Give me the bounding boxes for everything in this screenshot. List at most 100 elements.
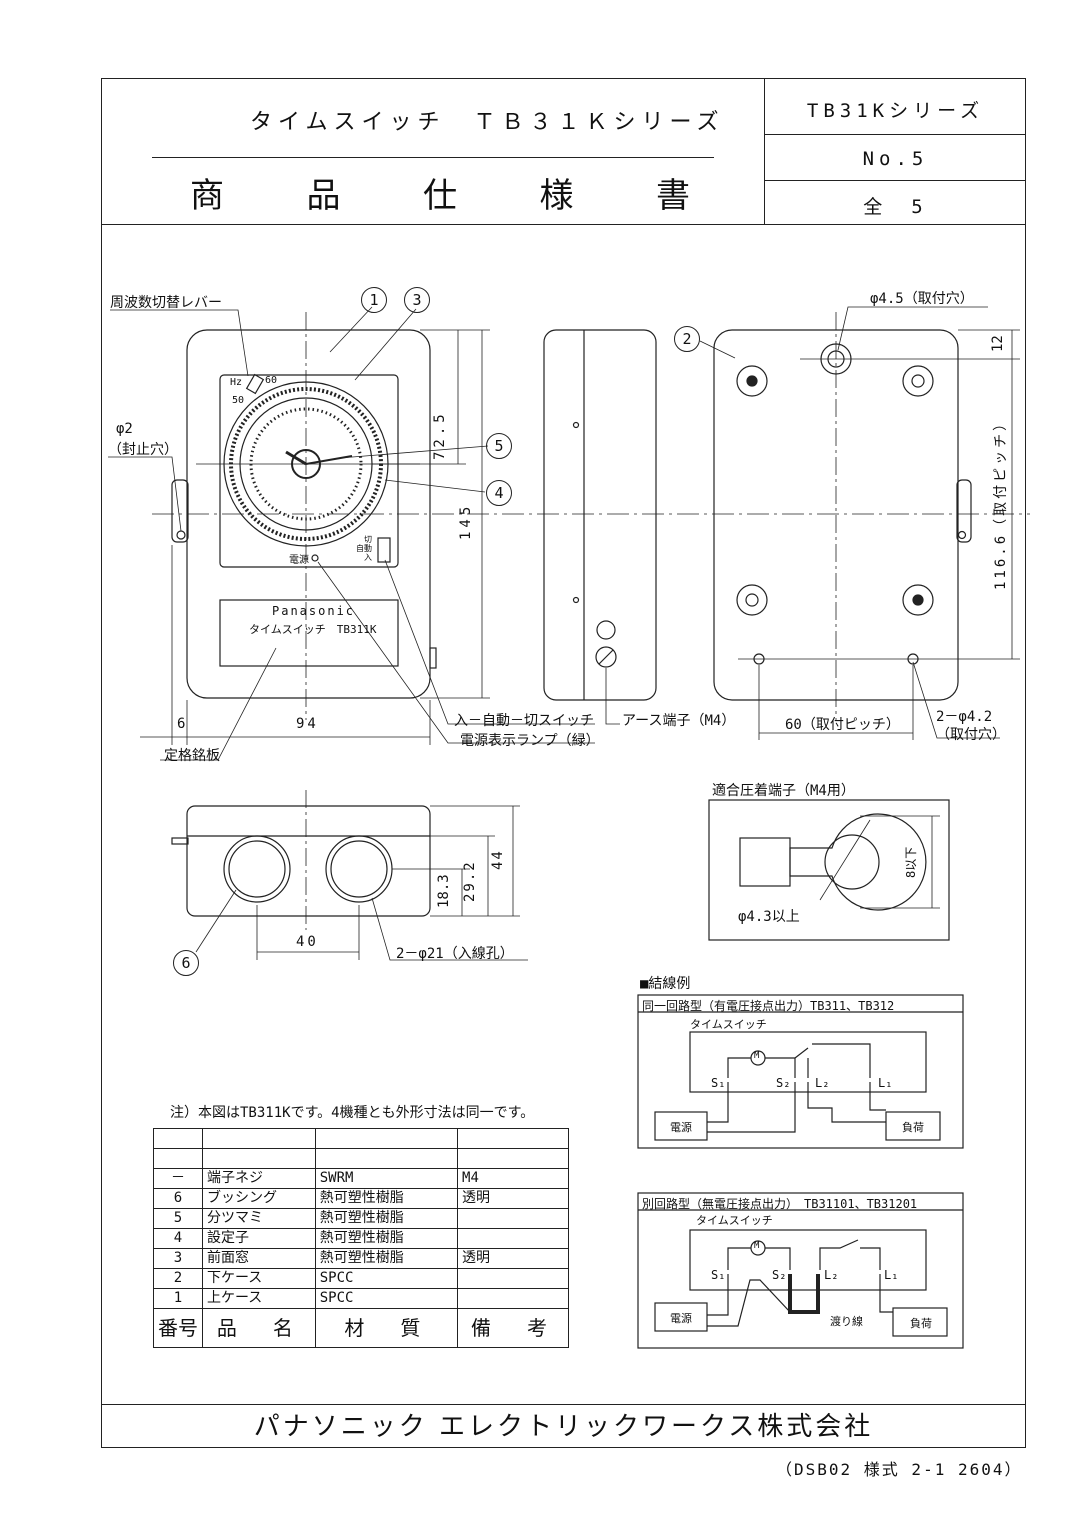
table-cell: 5 [153, 1208, 203, 1229]
table-cell [457, 1128, 569, 1149]
table-cell: 2 [153, 1268, 203, 1289]
table-header-row: 番号 品 名 材 質 備 考 [153, 1308, 569, 1348]
back-mount-tab-right [956, 479, 972, 543]
table-cell [202, 1128, 316, 1149]
load-block-2 [892, 1307, 948, 1337]
table-cell [457, 1268, 569, 1289]
table-cell: 設定子 [202, 1228, 316, 1249]
callout-5: 5 [486, 433, 512, 459]
table-cell [314, 1148, 459, 1169]
crimp-dia-label: φ4.3以上 [738, 909, 800, 925]
table-cell [457, 1208, 569, 1229]
table-cell: 熱可塑性樹脂 [314, 1228, 459, 1249]
table-cell: 熱可塑性樹脂 [314, 1208, 459, 1229]
load-block-1 [885, 1111, 941, 1141]
table-cell: 前面窓 [202, 1248, 316, 1269]
dim-12: 12 [990, 335, 1006, 352]
wiring-1-title: 同一回路型（有電圧接点出力）TB311、TB312 [642, 999, 895, 1013]
spec-char: 様 [539, 176, 574, 216]
timeswitch-block-2 [689, 1229, 927, 1291]
document-title: タイムスイッチ ＴＢ３１Ｋシリーズ [250, 110, 725, 135]
table-cell: 3 [153, 1248, 203, 1269]
seal-hole-dia: φ2 [116, 421, 133, 437]
dimension-note: 注）本図はTB311Kです。4機種とも外形寸法は同一です。 [170, 1105, 535, 1121]
total-pages: 全 5 [863, 196, 928, 218]
table-cell [457, 1228, 569, 1249]
lamp-callout-label: 電源表示ランプ（緑） [460, 733, 600, 749]
spec-char: 品 [306, 176, 341, 216]
power-lamp [311, 554, 319, 562]
table-cell [153, 1148, 203, 1169]
company-name: パナソニック エレクトリックワークス株式会社 [253, 1412, 874, 1442]
table-cell: SWRM [314, 1168, 459, 1189]
crimp-width-label: 8以下 [904, 846, 918, 878]
dim-60: 60（取付ピッチ） [785, 717, 900, 733]
spec-char: 仕 [423, 176, 457, 216]
crimp-terminal-box [708, 799, 950, 941]
dim-40: 40 [296, 934, 319, 950]
dim-44: 44 [490, 849, 506, 870]
callout-2: 2 [674, 326, 700, 352]
table-cell: 1 [153, 1288, 203, 1309]
table-cell: 4 [153, 1228, 203, 1249]
model-label: タイムスイッチ TB311K [249, 623, 377, 636]
dim-145: 145 [458, 502, 474, 540]
dim-116-6: 116.6（取付ピッチ） [993, 413, 1009, 590]
table-cell [457, 1148, 569, 1169]
wiring-heading: ■結線例 [640, 976, 691, 992]
inlet-label: 2－φ21（入線孔） [396, 946, 514, 962]
bottom-view-outline [186, 805, 431, 917]
table-cell: 透明 [457, 1248, 569, 1269]
header-divider [101, 224, 1026, 225]
callout-1: 1 [361, 287, 387, 313]
rating-plate [219, 599, 399, 667]
dim-29-2: 29.2 [462, 860, 478, 902]
side-view-outline [543, 329, 657, 701]
table-cell [153, 1128, 203, 1149]
table-cell: 熱可塑性樹脂 [314, 1188, 459, 1209]
table-cell: SPCC [314, 1288, 459, 1309]
series-name: TB31Kシリーズ [806, 100, 985, 122]
callout-3: 3 [404, 287, 430, 313]
table-cell: M4 [457, 1168, 569, 1189]
header-info-box: TB31Kシリーズ No.5 全 5 [764, 78, 1026, 225]
table-cell [457, 1288, 569, 1309]
table-cell: 材 質 [314, 1308, 459, 1348]
callout-6: 6 [173, 950, 199, 976]
table-cell: 番号 [153, 1308, 203, 1348]
divider [765, 134, 1026, 135]
power-block-1 [654, 1111, 708, 1141]
earth-callout-label: アース端子（M4） [622, 713, 736, 729]
table-cell: 分ツマミ [202, 1208, 316, 1229]
table-cell: 6 [153, 1188, 203, 1209]
wiring-2-title: 別回路型（無電圧接点出力） TB31101、TB31201 [642, 1197, 918, 1211]
seal-hole-label: （封止穴） [108, 442, 178, 458]
table-cell: － [153, 1168, 203, 1189]
table-cell [314, 1128, 459, 1149]
dim-6: 6 [177, 716, 186, 732]
form-number: （DSB02 様式 2-1 2604） [776, 1460, 1023, 1479]
table-cell [202, 1148, 316, 1169]
dial-hour-hand [285, 450, 307, 466]
power-block-2 [654, 1302, 708, 1332]
table-cell: 備 考 [457, 1308, 569, 1348]
mode-switch [377, 537, 391, 563]
mount-holes-note: （取付穴） [936, 727, 1006, 743]
front-side-tab [429, 647, 437, 669]
footer-divider [101, 1404, 1026, 1405]
wiring-diagram-2 [637, 1192, 964, 1349]
table-cell: 端子ネジ [202, 1168, 316, 1189]
switch-callout-label: 入－自動－切スイッチ [454, 713, 594, 729]
page-number: No.5 [862, 148, 929, 170]
table-cell: 熱可塑性樹脂 [314, 1248, 459, 1269]
mount-holes-label: 2－φ4.2 [936, 709, 993, 725]
spec-char: 商 [190, 176, 224, 216]
brand-label: Panasonic [272, 604, 356, 618]
spec-char: 書 [656, 176, 690, 216]
